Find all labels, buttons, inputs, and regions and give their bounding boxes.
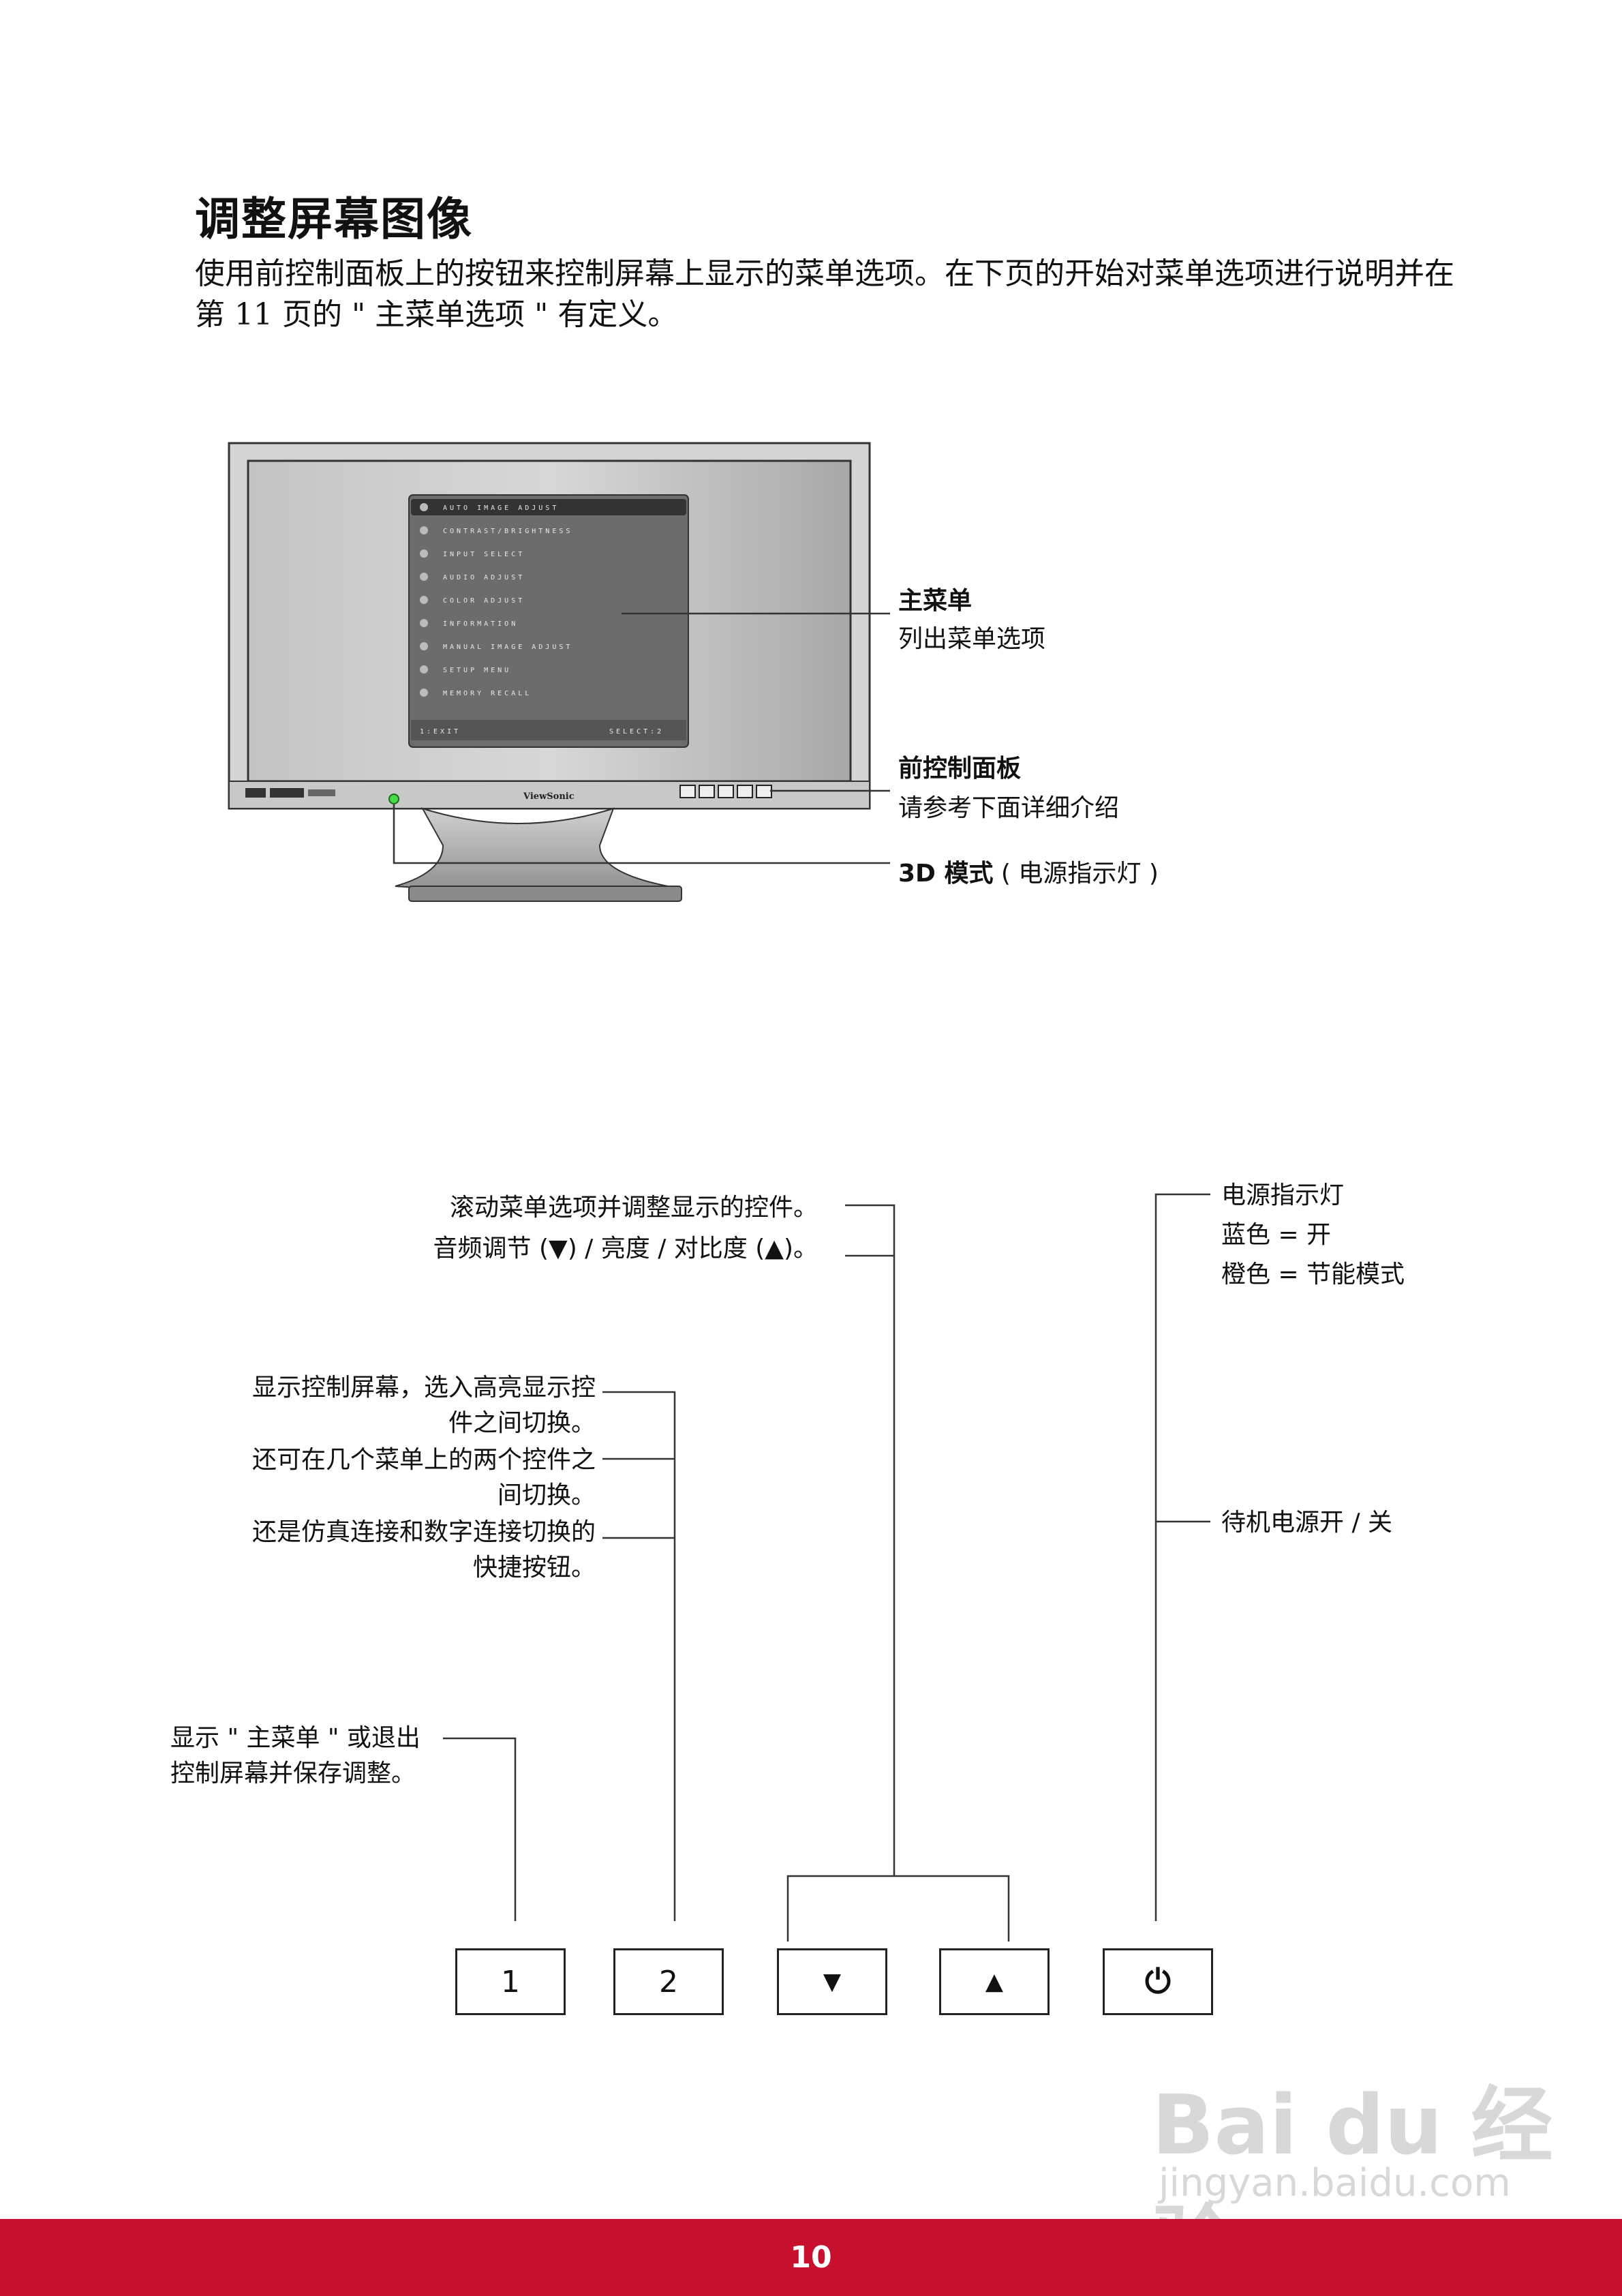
button1-annotation: 显示 " 主菜单 " 或退出 控制屏幕并保存调整。 [170,1721,420,1792]
page-title: 调整屏幕图像 [195,193,473,245]
monitor-brand: ViewSonic [523,791,575,802]
osd-item: COLOR ADJUST [443,597,525,605]
power-line-3: 橙色 = 节能模式 [1221,1260,1405,1288]
scroll-line-1: 滚动菜单选项并调整显示的控件。 [449,1194,818,1222]
monitor-illustration: AUTO IMAGE ADJUST CONTRAST/BRIGHTNESS IN… [228,442,871,902]
osd-item: AUDIO ADJUST [443,574,525,581]
btn1-line-2: 控制屏幕并保存调整。 [170,1759,416,1787]
btn1-line-1: 显示 " 主菜单 " 或退出 [170,1724,420,1752]
osd-item: CONTRAST/BRIGHTNESS [443,528,572,535]
btn2-a-line-2: 件之间切换。 [448,1409,596,1437]
power-annotation: 电源指示灯 蓝色 = 开 橙色 = 节能模式 [1221,1178,1405,1293]
standby-annotation: 待机电源开 / 关 [1221,1509,1393,1537]
main-menu-callout-title: 主菜单 [898,587,973,615]
mode-callout-title: 3D 模式 [898,860,994,888]
power-line-2: 蓝色 = 开 [1221,1221,1332,1249]
mode-callout-desc: ( 电源指示灯 ) [1000,860,1159,888]
front-panel-callout-desc: 请参考下面详细介绍 [898,794,1120,822]
btn2-c-line-1: 还是仿真连接和数字连接切换的 [251,1518,596,1546]
btn2-c-line-2: 快捷按钮。 [472,1554,596,1582]
osd-item: INFORMATION [443,620,518,628]
btn2-b-line-1: 还可在几个菜单上的两个控件之 [251,1446,596,1474]
main-menu-callout-desc: 列出菜单选项 [898,625,1046,653]
osd-item: MANUAL IMAGE ADJUST [443,644,572,651]
osd-footer-left: 1:EXIT [420,728,461,736]
scroll-annotation: 滚动菜单选项并调整显示的控件。 音频调节 (▼) / 亮度 / 对比度 (▲)。 [273,1190,818,1267]
intro-paragraph: 使用前控制面板上的按钮来控制屏幕上显示的菜单选项。在下页的开始对菜单选项进行说明… [195,256,1454,332]
btn2-b-line-2: 间切换。 [497,1481,596,1509]
button2-annotation: 显示控制屏幕，选入高亮显示控 件之间切换。 还可在几个菜单上的两个控件之 间切换… [136,1370,596,1586]
scroll-line-2: 音频调节 (▼) / 亮度 / 对比度 (▲)。 [433,1235,818,1263]
page-number: 10 [790,2240,832,2275]
osd-item: MEMORY RECALL [443,690,532,697]
footer-bar: 10 [0,2219,1622,2296]
mode-callout: 3D 模式 ( 电源指示灯 ) [898,854,1159,889]
power-button[interactable]: ⏻ [1103,1948,1213,2015]
front-panel-callout-title: 前控制面板 [898,755,1022,783]
btn2-a-line-1: 显示控制屏幕，选入高亮显示控 [251,1374,596,1402]
button-2[interactable]: 2 [613,1948,724,2015]
down-button[interactable]: ▼ [777,1948,887,2015]
osd-item: INPUT SELECT [443,551,525,558]
osd-item: SETUP MENU [443,667,511,674]
up-button[interactable]: ▲ [939,1948,1050,2015]
button-1[interactable]: 1 [455,1948,566,2015]
watermark-url: jingyan.baidu.com [1159,2161,1511,2205]
osd-item: AUTO IMAGE ADJUST [443,504,559,512]
power-line-1: 电源指示灯 [1221,1181,1345,1209]
osd-footer-right: SELECT:2 [609,728,664,736]
